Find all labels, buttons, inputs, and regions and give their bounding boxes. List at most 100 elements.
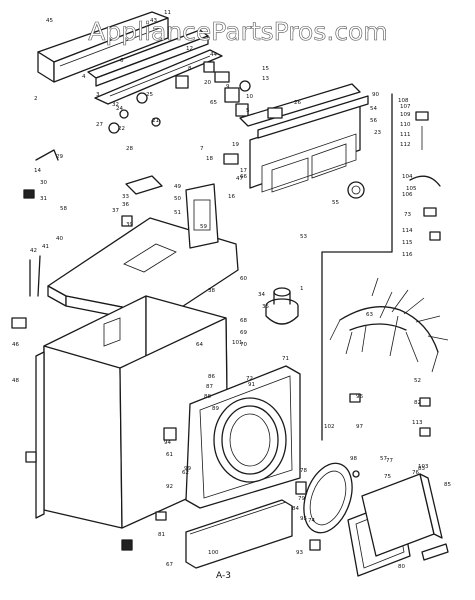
callout-104: 104 <box>402 174 413 180</box>
callout-13: 13 <box>262 76 269 82</box>
callout-25: 25 <box>146 92 153 98</box>
callout-70: 70 <box>240 342 247 348</box>
callout-53: 53 <box>300 234 307 240</box>
motor-pump <box>265 287 299 325</box>
callout-78: 78 <box>300 468 307 474</box>
callout-35: 35 <box>262 304 269 310</box>
callout-31: 31 <box>40 196 47 202</box>
callout-60: 60 <box>240 276 247 282</box>
door-gasket <box>303 462 353 534</box>
callout-30: 30 <box>40 180 47 186</box>
callout-32: 32 <box>112 102 119 108</box>
callout-5: 5 <box>246 108 250 114</box>
callout-49: 49 <box>174 184 181 190</box>
front-panel <box>185 365 301 509</box>
callout-14: 14 <box>34 168 41 174</box>
top-cover-lid <box>125 175 163 195</box>
control-bracket <box>94 49 223 105</box>
callout-57: 57 <box>380 456 387 462</box>
door-handle <box>421 543 449 561</box>
callout-82: 82 <box>414 400 421 406</box>
callout-24: 24 <box>116 106 123 112</box>
callout-84: 84 <box>292 506 299 512</box>
callout-108: 108 <box>398 98 409 104</box>
callout-3: 3 <box>96 92 100 98</box>
callout-91: 91 <box>248 382 255 388</box>
callout-65: 65 <box>210 100 217 106</box>
lid-hinge-bracket <box>185 183 219 249</box>
callout-28: 28 <box>126 146 133 152</box>
callout-7: 7 <box>200 146 204 152</box>
callout-47: 47 <box>236 176 243 182</box>
callout-107: 107 <box>400 104 411 110</box>
callout-85: 85 <box>444 482 451 488</box>
callout-9: 9 <box>226 84 230 90</box>
callout-72: 72 <box>246 376 253 382</box>
callout-92: 92 <box>166 484 173 490</box>
callout-100: 100 <box>208 550 219 556</box>
callout-76: 76 <box>412 470 419 476</box>
callout-12: 12 <box>186 46 193 52</box>
callout-98: 98 <box>350 456 357 462</box>
callout-69: 69 <box>240 330 247 336</box>
callout-68: 68 <box>240 318 247 324</box>
callout-23: 23 <box>374 130 381 136</box>
callout-59: 59 <box>200 224 207 230</box>
callout-96: 96 <box>356 394 363 400</box>
callout-81: 81 <box>158 532 165 538</box>
callout-56: 56 <box>370 118 377 124</box>
timer-switch-group <box>108 61 251 134</box>
callout-2: 2 <box>34 96 38 102</box>
callout-27: 27 <box>96 122 103 128</box>
inset-small-parts <box>349 111 441 437</box>
callout-71: 71 <box>282 356 289 362</box>
callout-50: 50 <box>174 196 181 202</box>
callout-86: 86 <box>208 374 215 380</box>
callout-103: 103 <box>418 464 429 470</box>
callout-66: 66 <box>240 174 247 180</box>
callout-54: 54 <box>370 106 377 112</box>
callout-42: 42 <box>30 248 37 254</box>
callout-48: 48 <box>12 378 19 384</box>
callout-34: 34 <box>258 292 265 298</box>
callout-10: 10 <box>246 94 253 100</box>
callout-73: 73 <box>404 212 411 218</box>
console-top-panel <box>37 11 169 83</box>
callout-43: 43 <box>150 18 157 24</box>
kick-plate <box>185 499 293 569</box>
screws-and-clips <box>11 149 360 551</box>
callout-55: 55 <box>332 200 339 206</box>
callout-64: 64 <box>196 342 203 348</box>
callout-101: 101 <box>232 340 243 346</box>
callout-44: 44 <box>210 52 217 58</box>
callout-90: 90 <box>372 92 379 98</box>
watermark-text: AppliancePartsPros.com <box>88 17 387 46</box>
callout-19: 19 <box>232 142 239 148</box>
callout-1: 1 <box>300 286 304 292</box>
callout-97: 97 <box>356 424 363 430</box>
callout-45: 45 <box>46 18 53 24</box>
callout-79: 79 <box>298 496 305 502</box>
callout-11: 11 <box>164 10 171 16</box>
callout-113: 113 <box>412 420 423 426</box>
callout-52: 52 <box>414 378 421 384</box>
callout-62: 62 <box>182 470 189 476</box>
callout-87: 87 <box>206 384 213 390</box>
callout-18: 18 <box>206 156 213 162</box>
callout-94: 94 <box>164 440 171 446</box>
callout-116: 116 <box>402 252 413 258</box>
callout-105: 105 <box>406 186 417 192</box>
callout-15: 15 <box>262 66 269 72</box>
callout-106: 106 <box>402 192 413 198</box>
callout-39: 39 <box>126 222 133 228</box>
control-panel-assembly <box>223 83 369 199</box>
callout-93: 93 <box>296 550 303 556</box>
callout-58: 58 <box>60 206 67 212</box>
callout-74: 74 <box>308 518 315 524</box>
callout-99: 99 <box>184 466 191 472</box>
callout-83: 83 <box>418 466 425 472</box>
callout-111: 111 <box>400 132 411 138</box>
callout-20: 20 <box>204 80 211 86</box>
